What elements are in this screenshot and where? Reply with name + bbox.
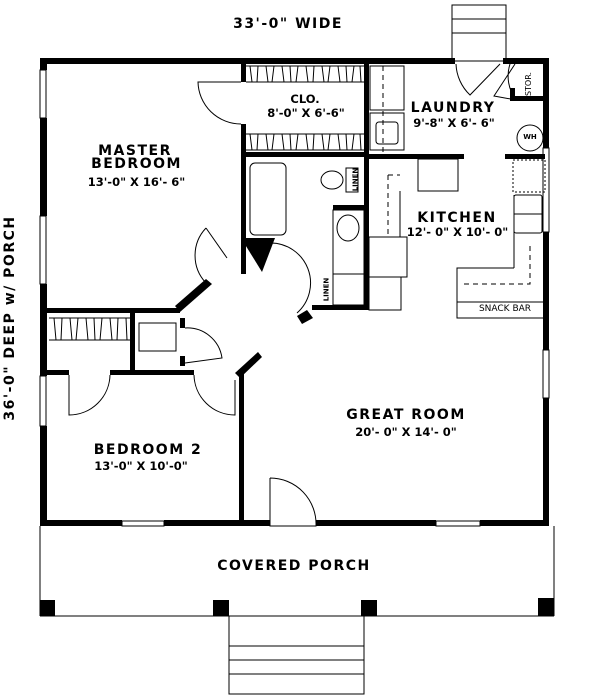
great-room-size: 20'- 0" X 14'- 0" (355, 425, 457, 439)
laundry-appliances (369, 65, 546, 193)
great-room-name: GREAT ROOM (346, 407, 466, 423)
covered-porch-outline (39, 526, 555, 695)
closet-name: CLO. (290, 92, 320, 106)
linen-shelf (138, 322, 177, 352)
master-bedroom-name-2: BEDROOM (91, 156, 182, 172)
kitchen-name: KITCHEN (417, 210, 497, 226)
closet-hanging-rods (49, 65, 364, 341)
master-bedroom-name-1: MASTER (98, 143, 172, 159)
closet-size: 8'-0" X 6'-6" (267, 106, 345, 120)
exterior-walls (40, 58, 549, 526)
storage-label: STOR. (524, 71, 533, 97)
bedroom-2-name: BEDROOM 2 (93, 442, 203, 458)
water-heater-label: WH (523, 133, 537, 141)
rear-stairs (451, 4, 507, 62)
linen-label-bath: LINEN (351, 167, 360, 192)
bathroom-fixtures (249, 162, 365, 306)
kitchen-size: 12'- 0" X 10'- 0" (406, 225, 509, 239)
linen-label-hall: LINEN (322, 277, 331, 302)
overall-width-label: 33'-0" WIDE (233, 16, 343, 32)
master-bedroom-size: 13'-0" X 16'- 6" (87, 175, 186, 189)
snack-bar-label: SNACK BAR (478, 304, 532, 314)
windows (39, 69, 550, 527)
laundry-size: 9'-8" X 6'- 6" (413, 116, 495, 130)
door-swings (68, 63, 518, 527)
kitchen-cabinets (368, 158, 543, 319)
covered-porch-name: COVERED PORCH (217, 558, 371, 574)
porch-columns (40, 598, 554, 616)
overall-depth-label: 36'-0" DEEP w/ PORCH (2, 215, 18, 421)
bedroom-2-size: 13'-0" X 10'-0" (94, 459, 188, 473)
laundry-name: LAUNDRY (410, 100, 496, 116)
